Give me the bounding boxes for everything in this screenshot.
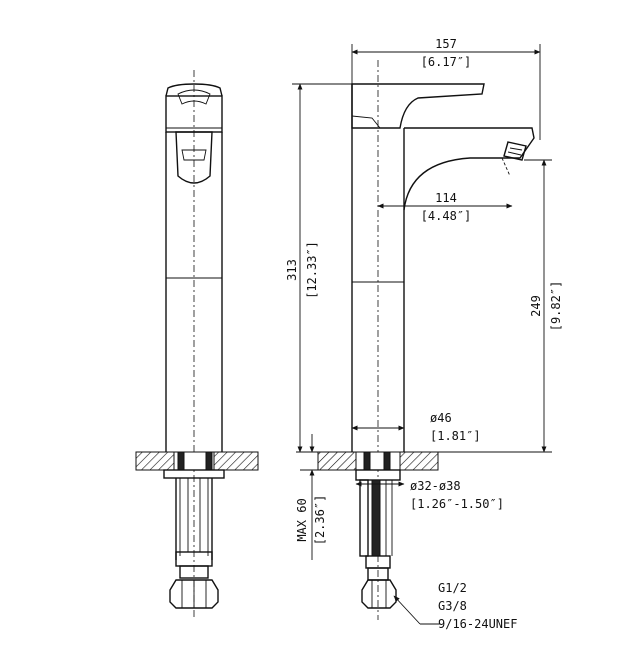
dim-spout-height-mm: 249 — [529, 295, 543, 317]
front-lever — [175, 131, 213, 184]
dim-base-in: [1.81″] — [430, 429, 481, 443]
front-handle-top — [165, 83, 223, 97]
dim-hole-in: [1.26″-1.50″] — [410, 497, 504, 511]
front-view — [135, 70, 259, 620]
dim-hole-mm: ø32-ø38 — [410, 479, 461, 493]
side-hose-nut — [361, 579, 397, 609]
dim-reach-mm: 114 — [435, 191, 457, 205]
dim-height-in: [12.33″] — [305, 241, 319, 299]
thread-label-1: G1/2 — [438, 581, 467, 595]
dim-height-mm: 313 — [285, 259, 299, 281]
dim-base-mm: ø46 — [430, 411, 452, 425]
front-handle-grip — [177, 89, 211, 105]
front-nut — [163, 469, 225, 479]
dim-max-deck-mm: MAX 60 — [295, 498, 309, 541]
side-view — [317, 60, 535, 620]
front-hose-nut — [169, 579, 219, 609]
side-aerator — [503, 141, 527, 161]
side-lever — [351, 83, 485, 129]
dim-max-deck-in: [2.36″] — [313, 495, 327, 546]
dimensions: 157 [6.17″] 313 [12.33″] 114 [4.48″] 249… — [285, 37, 563, 631]
dim-spout-height-in: [9.82″] — [549, 281, 563, 332]
dim-width-in: [6.17″] — [421, 55, 472, 69]
thread-label-2: G3/8 — [438, 599, 467, 613]
thread-label-3: 9/16-24UNEF — [438, 617, 517, 631]
side-hose-dark — [371, 479, 381, 557]
dim-reach-in: [4.48″] — [421, 209, 472, 223]
dim-width-mm: 157 — [435, 37, 457, 51]
side-spout — [403, 127, 535, 211]
